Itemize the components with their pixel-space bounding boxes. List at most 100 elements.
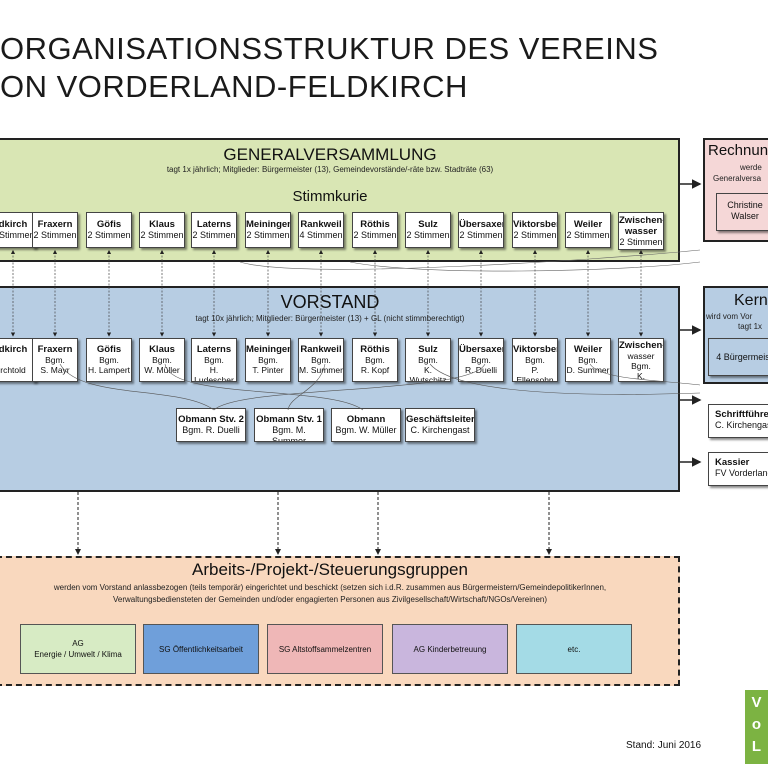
stimmkurie-member-votes: 2 Stimmen (87, 230, 131, 240)
stimmkurie-member-name: Rankweil (300, 219, 342, 230)
vorstand-member-l2: wasser (627, 351, 655, 361)
working-group-box: AG Kinderbetreuung (392, 624, 508, 674)
vorstand-member-l2: Bgm. (152, 355, 172, 365)
stimmkurie-member-name: Viktorsberg (513, 219, 557, 230)
vorstand-member-l3: rchtold (0, 365, 26, 375)
vorstand-member-name: Fraxern (37, 344, 73, 355)
schriftfuehrer-person: C. Kirchengas (715, 420, 768, 430)
vorstand-member-name: Viktorsberg (513, 344, 557, 355)
stimmkurie-member-votes: 2 Stimmen (459, 230, 503, 240)
vorstand-member-l3: M. Summer (299, 365, 343, 375)
working-group-label-2: Energie / Umwelt / Klima (34, 650, 122, 659)
officer-role: Geschäftsleiter (406, 414, 475, 425)
arbeitsgruppen-heading: Arbeits-/Projekt-/Steuerungsgruppen (192, 560, 468, 579)
stimmkurie-member-votes: 4 Stimmen (299, 230, 343, 240)
officer-role: Obmann (346, 414, 386, 425)
stimmkurie-member-votes: 2 Stimmen (246, 230, 290, 240)
vorstand-member-name: Rankweil (300, 344, 342, 355)
vorstand-panel (0, 286, 680, 492)
schriftfuehrer-role: Schriftführer (715, 409, 768, 420)
officer-person: C. Kirchengast (410, 425, 470, 435)
working-group-label: etc. (567, 644, 581, 654)
working-group-label: AG Kinderbetreuung (413, 644, 487, 654)
vorstand-member-name: Zwischen- (619, 340, 664, 351)
generalversammlung-description: tagt 1x jährlich; Mitglieder: Bürgermeis… (166, 165, 494, 174)
stimmkurie-member-name: Zwischen- (619, 215, 664, 226)
page-title-line-1: ORGANISATIONSSTRUKTUR DES VEREINS (0, 31, 659, 66)
vorstand-member-name: Meiningen (246, 344, 291, 355)
page-title-line-2: ON VORDERLAND-FELDKIRCH (0, 69, 468, 104)
stimmkurie-member-name: Röthis (360, 219, 390, 230)
working-group-label: AG (72, 639, 84, 648)
officer-role: Obmann Stv. 1 (256, 414, 322, 425)
rechnungspruefer-desc-1: werde (740, 163, 762, 172)
vorstand-member-l3: R. Duelli (464, 365, 498, 375)
vorstand-member-name: Laterns (196, 344, 232, 355)
officer-person: Bgm. R. Duelli (182, 425, 240, 435)
vorstand-member-name: Übersaxen (459, 344, 504, 355)
vorstand-description: tagt 10x jährlich; Mitglieder: Bürgermei… (195, 314, 465, 323)
rechnungspruefer-person-line-2: Walser (731, 211, 759, 221)
logo-letter-1: V (751, 694, 762, 711)
officer-person: Bgm. W. Müller (335, 425, 397, 435)
vorstand-member-l2: Bgm. (578, 355, 598, 365)
working-group-box: AG Energie / Umwelt / Klima (20, 624, 136, 674)
officer-person: Bgm. M. Summer (271, 425, 306, 442)
stimmkurie-member-name: Meiningen (246, 219, 291, 230)
vorstand-member-l2: Bgm. (525, 355, 545, 365)
vorstand-heading: VORSTAND (280, 292, 380, 312)
stimmkurie-member-votes: 2 Stimmen (353, 230, 397, 240)
vorstand-member-name: dkirch (0, 344, 28, 355)
vorstand-member-l3: T. Pinter (252, 365, 284, 375)
vorstand-member-l2: Bgm. (204, 355, 224, 365)
vorstand-member-l3: Bgm. (631, 361, 651, 371)
kernteam-members: 4 Bürgermeis (708, 338, 768, 376)
kernteam-desc-2: tagt 1x (738, 322, 763, 331)
stimmkurie-member-votes: 2 Stimmen (406, 230, 450, 240)
stand-date: Stand: Juni 2016 (626, 740, 702, 751)
working-group-label: SG Altstoffsammelzentren (278, 644, 372, 654)
kassier-role: Kassier (715, 457, 750, 468)
vorstand-member-l2: Bgm. (99, 355, 119, 365)
stimmkurie-member-votes: 2 Stimmen (33, 230, 77, 240)
vorstand-member-l2: Bgm. (365, 355, 385, 365)
stimmkurie-member-votes: 2 Stimmen (192, 230, 236, 240)
stimmkurie-member-name: Laterns (196, 219, 232, 230)
rechnungspruefer-person: Christine Walser (716, 193, 768, 231)
vorstand-member-l2: Bgm. (471, 355, 491, 365)
stimmkurie-member-votes: 2 Stimmen (0, 230, 35, 240)
vorstand-member-l3: R. Kopf (360, 365, 390, 375)
vorstand-member-name: Sulz (418, 344, 438, 355)
vorstand-member-name: Röthis (360, 344, 390, 355)
working-group-box: SG Öffentlichkeitsarbeit (143, 624, 259, 674)
stimmkurie-member-votes: 2 Stimmen (140, 230, 184, 240)
vorstand-member-l2: Bgm. (418, 355, 438, 365)
vorstand-member-l3: W. Müller (144, 365, 180, 375)
officer-role: Obmann Stv. 2 (178, 414, 244, 425)
stimmkurie-member-name-2: wasser (624, 226, 658, 237)
stimmkurie-member-name: Übersaxen (459, 219, 504, 230)
stimmkurie-member-votes: 2 Stimmen (566, 230, 610, 240)
stimmkurie-member: dkirch2 Stimmen (0, 212, 36, 248)
stimmkurie-member-votes: 2 Stimmen (513, 230, 557, 240)
working-group-box: etc. (516, 624, 632, 674)
stimmkurie-member: Viktorsberg2 Stimmen (512, 212, 558, 248)
regio-logo: V o L (745, 690, 768, 764)
